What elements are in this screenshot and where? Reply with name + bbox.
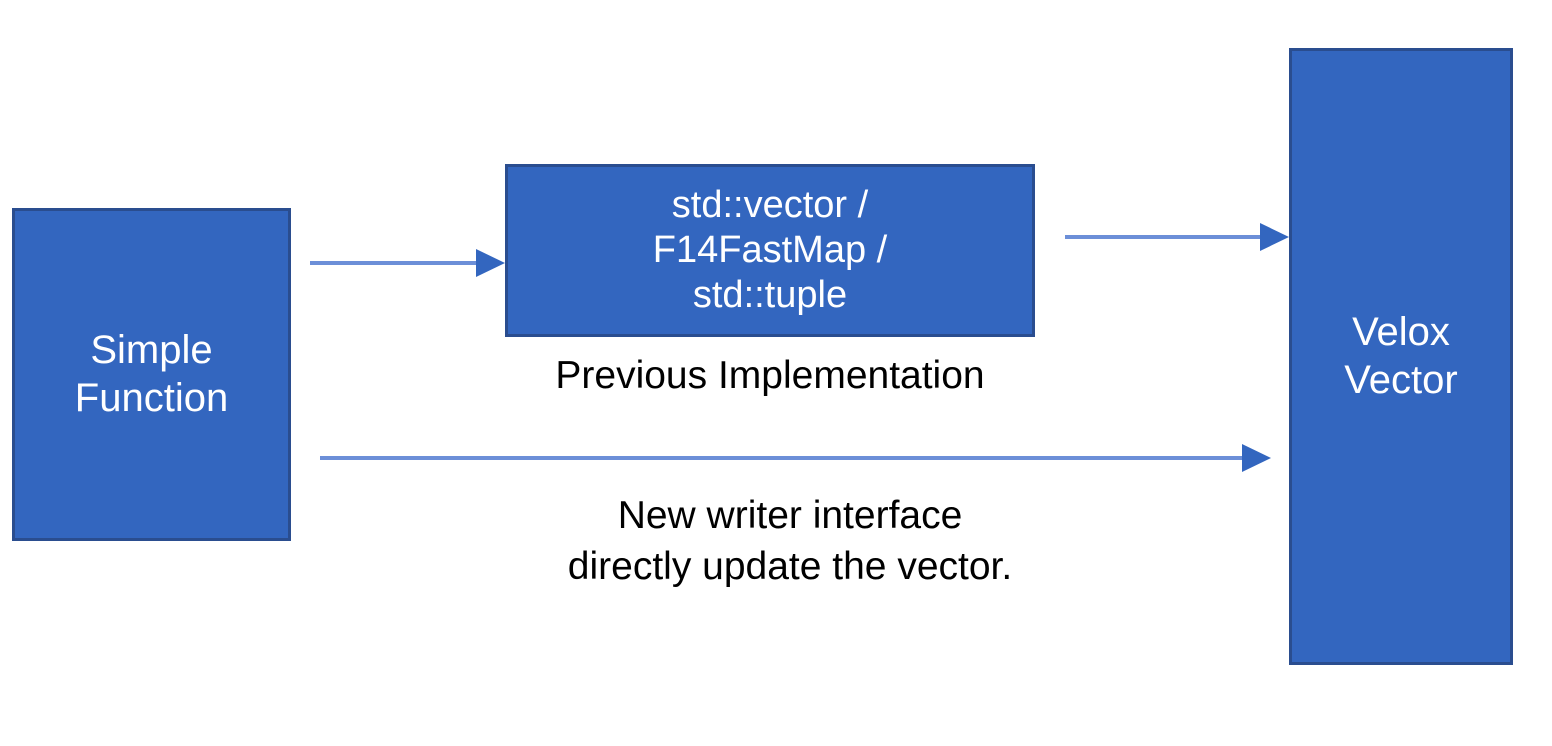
box-simple-function: Simple Function [12, 208, 291, 541]
box-previous-implementation: std::vector / F14FastMap / std::tuple [505, 164, 1035, 337]
arrow-head-icon [476, 249, 505, 277]
arrow-function-to-previous-implementation [310, 249, 505, 277]
arrow-function-to-velox-vector-direct [320, 444, 1271, 472]
arrow-previous-implementation-to-velox-vector [1065, 223, 1289, 251]
arrow-head-icon [1242, 444, 1271, 472]
caption-new-writer-interface: New writer interface directly update the… [567, 494, 1013, 589]
arrow-head-icon [1260, 223, 1289, 251]
caption-previous-implementation: Previous Implementation [555, 354, 985, 397]
box-velox-vector: Velox Vector [1289, 48, 1513, 665]
